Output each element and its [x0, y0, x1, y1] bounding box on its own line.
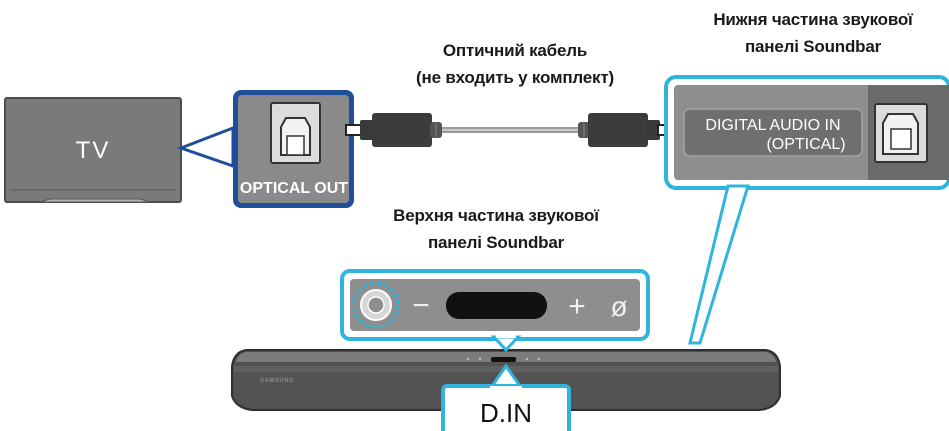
din-display-callout: D.IN [441, 384, 571, 431]
soundbar-bottom-label-line2: панелі Soundbar [744, 37, 882, 56]
bottom-callout-pointer [688, 184, 751, 345]
cable-plug-right [588, 113, 648, 147]
tv-label: TV [76, 137, 111, 164]
cable-label: Оптичний кабель (не входить у комплект) [380, 37, 650, 91]
bar-port-label-line2: (OPTICAL) [766, 136, 845, 153]
tv-port-label: OPTICAL OUT [240, 180, 348, 197]
optical-cable [345, 113, 677, 147]
tv-callout-pointer [176, 125, 235, 169]
cable-plug-left [372, 113, 432, 147]
brand-logo: SAMSUNG [260, 378, 294, 384]
volume-up-button[interactable]: + [568, 290, 586, 323]
cable-label-line1: Оптичний кабель [442, 41, 588, 60]
tv: TV [4, 97, 182, 203]
bar-port-label-line1: DIGITAL AUDIO IN [705, 117, 840, 134]
soundbar-display-window [491, 357, 516, 362]
soundbar-top-label-line1: Верхня частина звукової [393, 206, 599, 225]
soundbar-top-label: Верхня частина звукової панелі Soundbar [372, 202, 620, 256]
tv-stand [39, 198, 151, 203]
soundbar-bottom-label: Нижня частина звукової панелі Soundbar [680, 6, 946, 60]
cable-label-line2: (не входить у комплект) [416, 68, 614, 87]
soundbar-top-callout: − + ø [340, 269, 650, 353]
soundbar-bottom-label-line1: Нижня частина звукової [713, 10, 913, 29]
mute-button[interactable]: ø [610, 291, 627, 322]
volume-down-button[interactable]: − [412, 289, 430, 322]
digital-audio-in-label-plate [683, 108, 863, 157]
din-display-text: D.IN [480, 398, 532, 428]
power-button-highlight [352, 281, 400, 329]
soundbar-bottom-callout: DIGITAL AUDIO IN (OPTICAL) [664, 75, 949, 190]
soundbar-top-label-line2: панелі Soundbar [427, 233, 565, 252]
display-window [446, 292, 547, 319]
tv-optical-port-panel: OPTICAL OUT [233, 90, 354, 208]
